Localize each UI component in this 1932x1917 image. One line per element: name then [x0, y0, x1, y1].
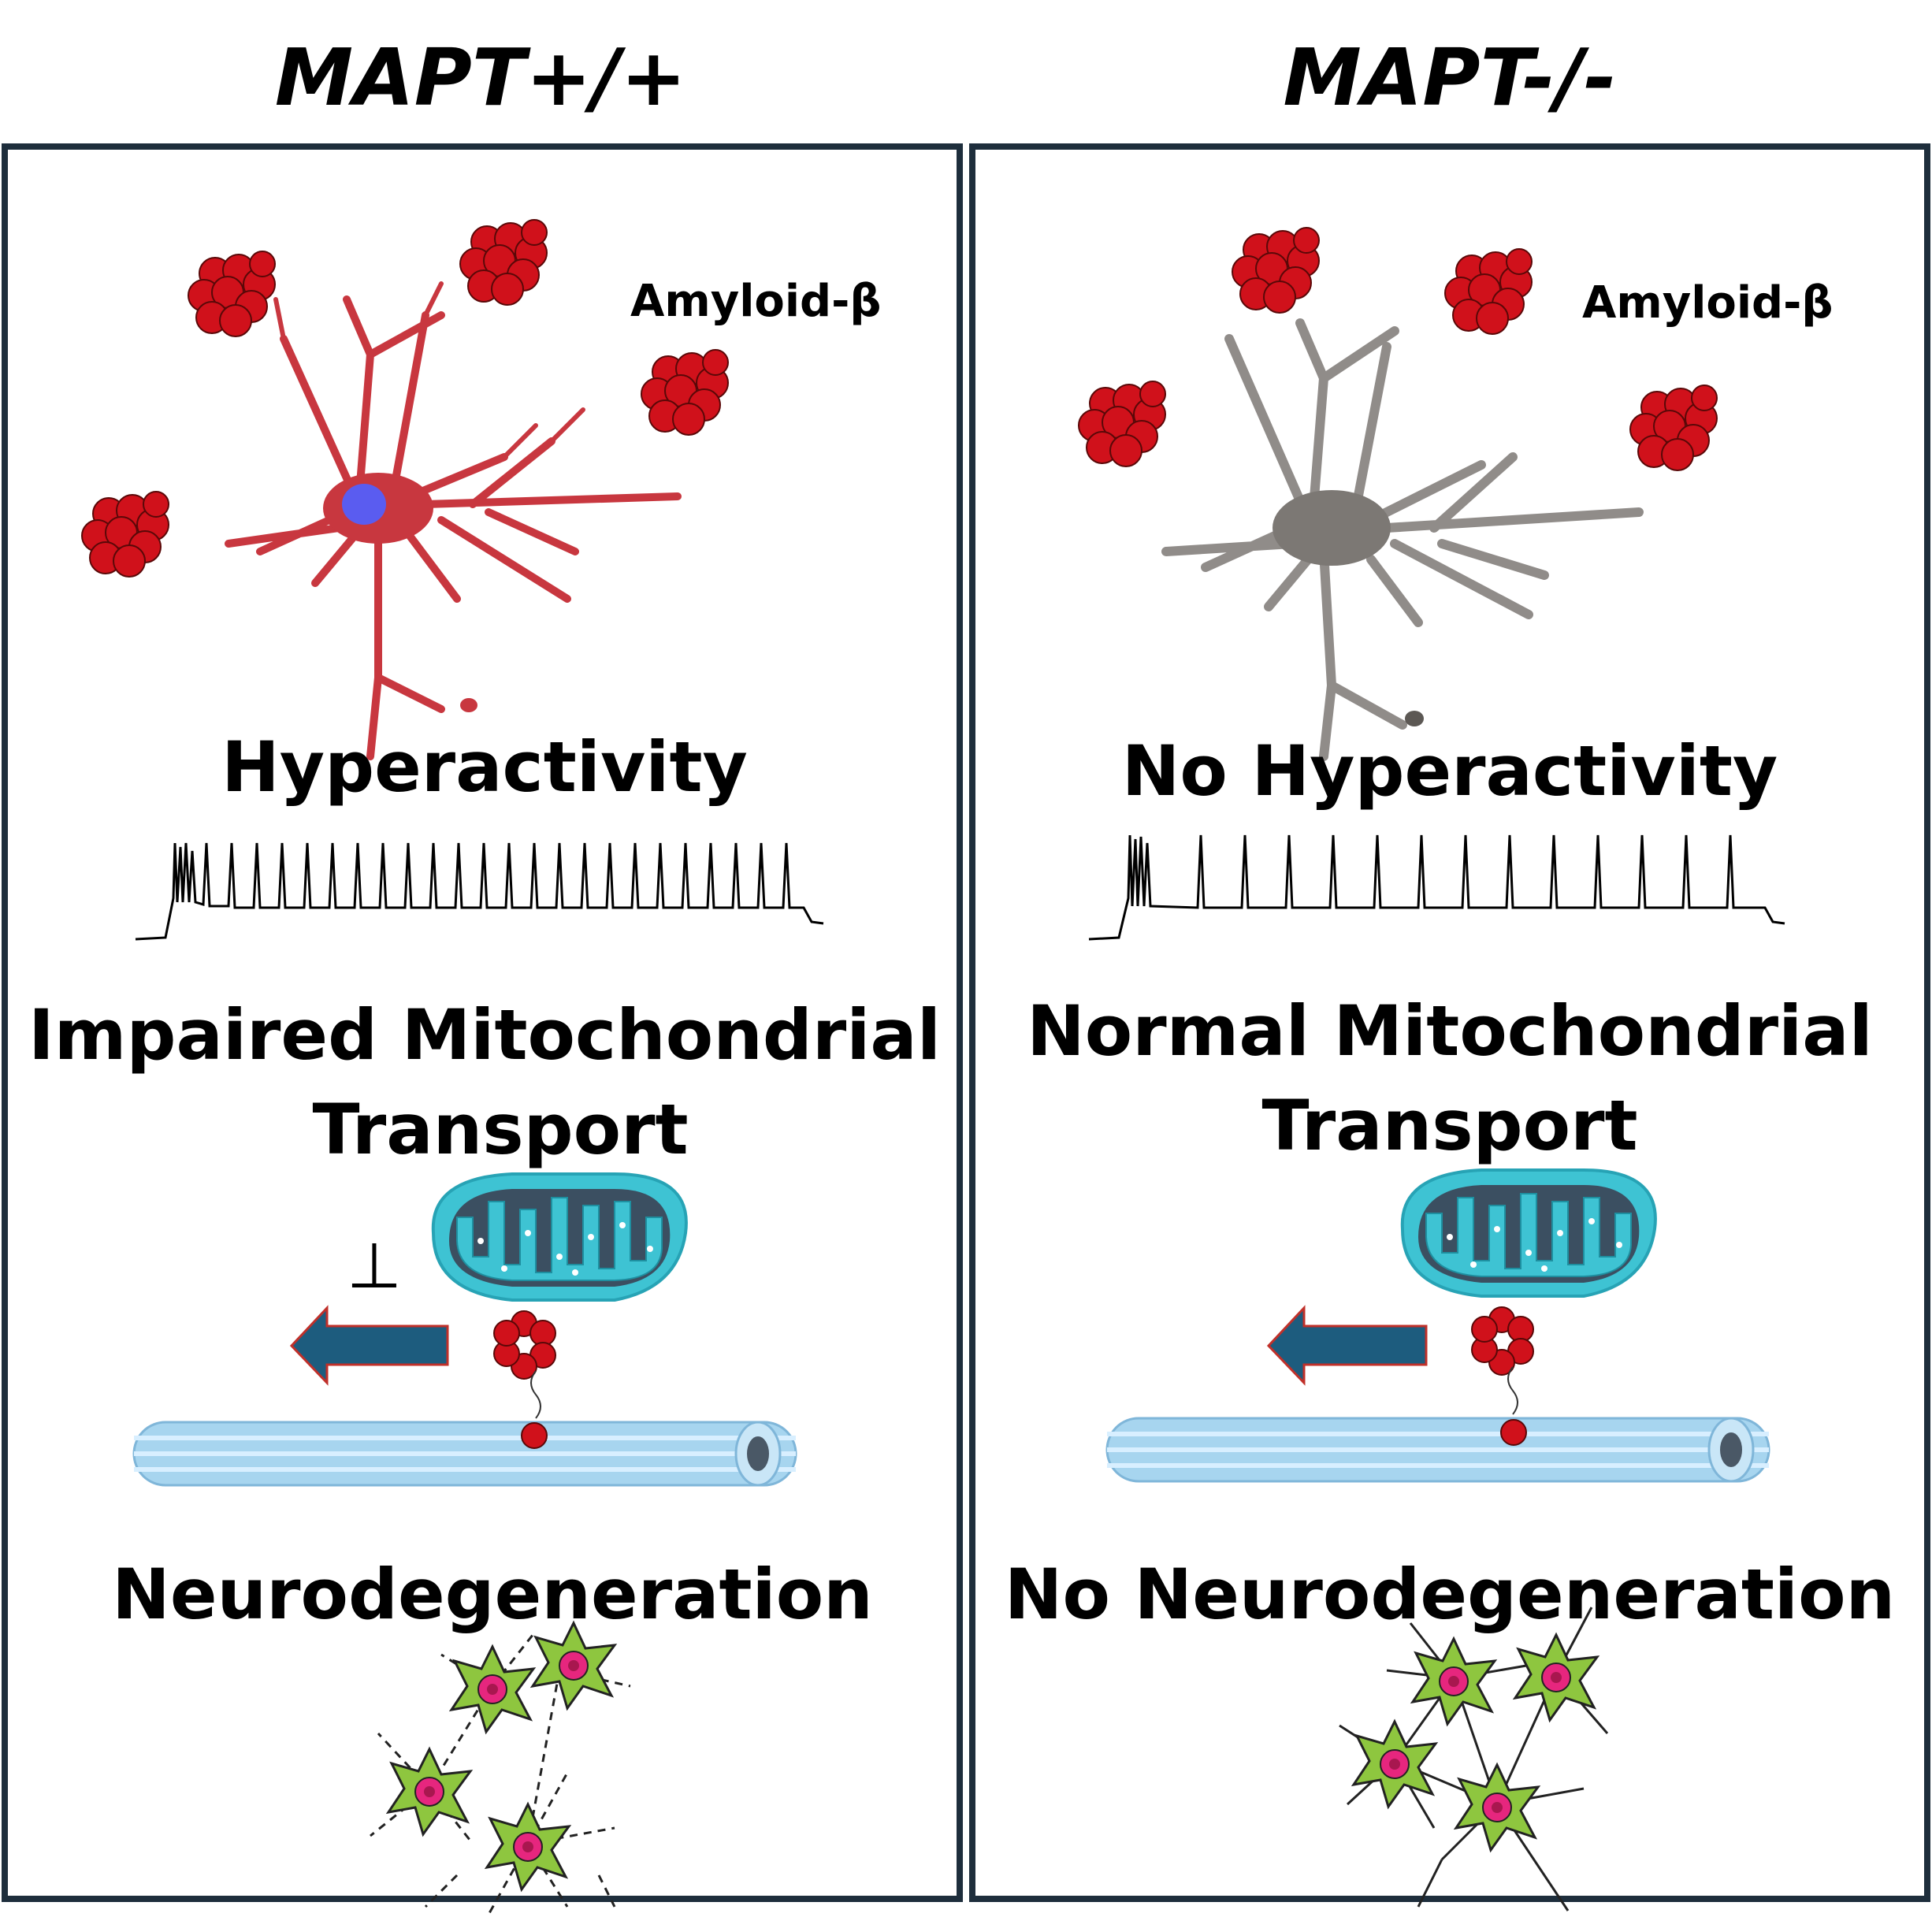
motor-protein-right [1471, 1306, 1534, 1376]
transport-label-right-line1: Normal Mitochondrial [1027, 990, 1873, 1072]
nucleus-blue [342, 484, 386, 525]
amyloid-label-right: Amyloid-β [1582, 277, 1834, 329]
transport-label-left-line1: Impaired Mitochondrial [28, 994, 941, 1076]
transport-arrow-right [1266, 1305, 1428, 1386]
spike-train-left [135, 842, 824, 941]
microtubule-right [1107, 1418, 1769, 1481]
motor-foot-right [1500, 1419, 1527, 1446]
outcome-label-right: No Neurodegeneration [1004, 1554, 1896, 1635]
amyloid-label-left: Amyloid-β [630, 276, 882, 327]
motor-protein-left [493, 1310, 556, 1380]
inhibition-symbol: ⊥ [347, 1229, 402, 1302]
activity-label-left: Hyperactivity [221, 726, 748, 808]
neuron-grey [1161, 318, 1644, 761]
mitochondrion-left [431, 1172, 688, 1302]
activity-label-right: No Hyperactivity [1121, 730, 1778, 812]
outcome-label-left: Neurodegeneration [112, 1554, 873, 1635]
amyloid-clusters-right [1078, 227, 1718, 471]
transport-arrow-left [289, 1305, 449, 1386]
microtubule-left [134, 1422, 796, 1485]
axon-terminal-grey [1405, 711, 1424, 726]
neuron-soma-grey [1273, 490, 1391, 566]
panel-mapt-ko [969, 143, 1930, 1902]
mitochondrion-right [1400, 1168, 1657, 1298]
panel-mapt-wt [2, 143, 963, 1902]
transport-label-left-line2: Transport [312, 1089, 689, 1170]
heading-mapt-wt: MAPT+/+ [274, 32, 687, 124]
motor-foot-left [521, 1422, 548, 1449]
transport-label-right-line2: Transport [1261, 1085, 1638, 1166]
neuron-red [225, 281, 682, 760]
spike-train-right [1088, 834, 1785, 941]
heading-mapt-ko: MAPT-/- [1283, 32, 1617, 124]
axon-terminal-red [460, 698, 477, 712]
